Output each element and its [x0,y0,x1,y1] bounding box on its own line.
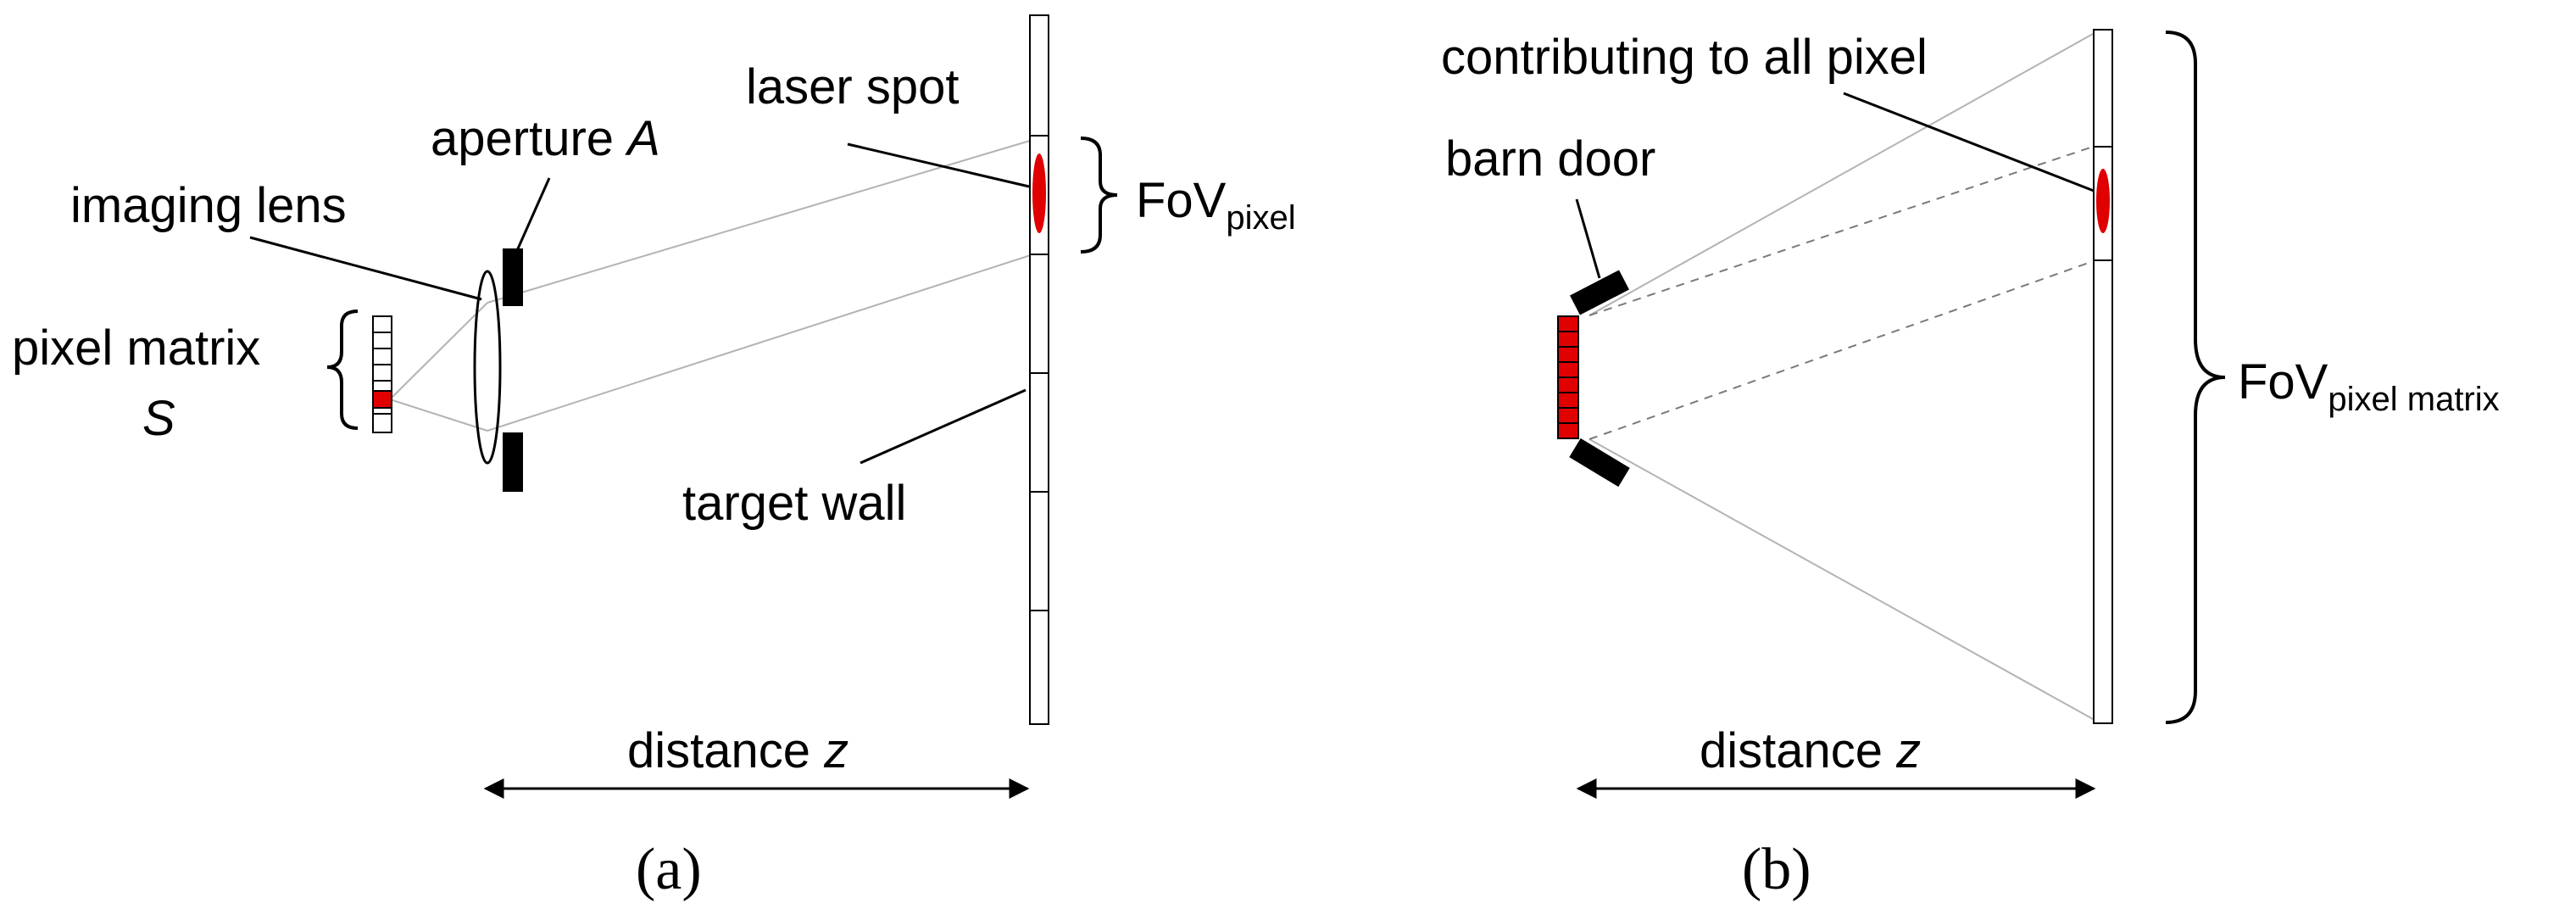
target-wall-label: target wall [682,476,906,531]
laser-spot-b [2096,169,2110,233]
target-wall-a [1029,14,1049,725]
ray-b-bottom [1588,438,2101,724]
fov-pixel-label: FoVpixel [1136,173,1296,237]
leader-aperture [514,177,551,255]
ray-b-top [1588,29,2101,316]
aperture-lower-plate [503,432,523,492]
fov-pixel-brace [1080,137,1118,254]
panel-b: contributing to all pixel barn door FoVp… [1441,29,2500,902]
active-pixel [372,390,392,409]
ray-b-dashed-lower [1588,258,2101,440]
contributing-label: contributing to all pixel [1441,30,1928,85]
ray-a-lower-to-lens [389,399,488,432]
distance-label-b: distance z [1700,723,1921,778]
barn-door-label: barn door [1445,131,1655,187]
fov-pixel-matrix-brace [2165,31,2226,724]
barn-door-lower [1569,438,1630,488]
pixel-matrix-label: pixel matrix [12,321,260,376]
pixel-matrix-a [372,315,392,433]
imaging-lens-shape [473,270,502,465]
ray-b-dashed-upper [1588,143,2101,316]
fov-pixel-matrix-label: FoVpixel matrix [2238,354,2500,418]
leader-imaging-lens [249,236,482,301]
leader-target-wall [860,388,1027,465]
leader-contributing [1843,92,2095,192]
distance-label-a: distance z [627,723,848,778]
caption-a: (a) [636,837,702,902]
ray-a-upper-to-wall [487,137,1039,304]
laser-spot-label: laser spot [746,59,959,114]
aperture-upper-plate [503,248,523,306]
leader-laser-spot [847,142,1030,188]
leader-barn-door [1575,198,1601,279]
aperture-label: aperture A [431,111,660,166]
pixel-matrix-brace [326,309,359,430]
imaging-lens-label: imaging lens [70,178,347,233]
ray-a-upper-to-lens [389,302,488,400]
ray-a-lower-to-wall [487,252,1039,432]
caption-b: (b) [1742,837,1811,902]
panel-a: laser spot aperture A imaging lens FoVpi… [12,14,1296,902]
target-wall-b [2093,29,2113,724]
barn-door-upper [1570,270,1629,315]
pixel-matrix-variable: S [142,391,175,446]
pixel-matrix-b [1557,315,1579,439]
laser-spot-a [1032,153,1046,233]
